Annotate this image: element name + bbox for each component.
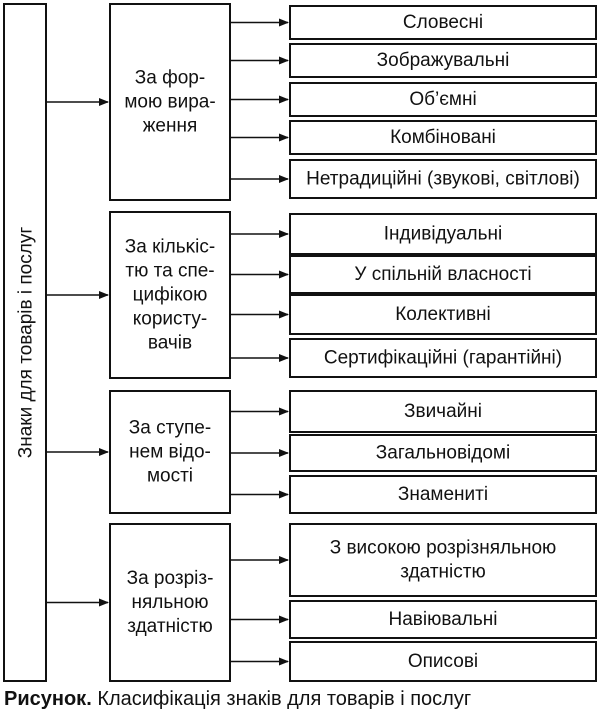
caption-text: Класифікація знаків для товарів і послуг [97, 688, 472, 710]
group-label-line: ження [143, 116, 198, 137]
child-box [289, 120, 597, 155]
child-box [289, 5, 597, 40]
child-box [289, 338, 597, 378]
child-box [289, 475, 597, 514]
child-label-line: Навіювальні [389, 609, 498, 630]
child-box [289, 82, 597, 117]
group-label-line: мості [147, 466, 193, 487]
group-label-line: За фор- [135, 68, 205, 89]
group-label-line: тю та спе- [125, 261, 214, 282]
child-box [289, 255, 597, 294]
child-label-line: Комбіновані [390, 127, 496, 148]
child-label-line: Загальновідомі [376, 443, 510, 464]
group-label-line: няльною [131, 592, 208, 613]
child-label-line: Об’ємні [409, 89, 476, 110]
child-label-line: З високою розрізняльною [330, 538, 557, 559]
child-box [289, 523, 597, 597]
child-box [289, 641, 597, 682]
child-label-line: Індивідуальні [384, 224, 502, 245]
child-box [289, 434, 597, 472]
group-box [109, 523, 231, 682]
group-label-line: За розріз- [127, 568, 214, 589]
group-box [109, 3, 231, 201]
child-label-line: Колективні [395, 304, 491, 325]
child-label-line: Описові [408, 651, 478, 672]
group-label-line: За ступе- [129, 418, 211, 439]
root-label: Знаки для товарів і послуг [16, 227, 37, 459]
child-label-line: здатністю [400, 562, 485, 583]
child-label-line: Звичайні [404, 401, 482, 422]
group-label-line: здатністю [127, 616, 212, 637]
group-label-line: За кільκіс- [125, 237, 215, 258]
child-label-line: Зображувальні [377, 50, 510, 71]
child-label-line: Знамениті [398, 484, 488, 505]
child-label-line: Сертифікаційні (гарантійні) [324, 348, 562, 369]
child-label-line: Нетрадиційні (звукові, світлові) [306, 169, 580, 190]
child-box [289, 159, 597, 199]
figure-caption: Рисунок. Класифікація знаків для товарів… [4, 686, 600, 712]
child-box [289, 43, 597, 78]
root-box [3, 3, 47, 682]
group-box [109, 390, 231, 514]
group-label-line: мою вира- [124, 92, 215, 113]
child-box [289, 294, 597, 335]
group-label-line: користу- [133, 309, 208, 330]
group-label-line: нем відо- [129, 442, 211, 463]
group-box [109, 211, 231, 379]
child-box [289, 213, 597, 255]
child-label-line: Словесні [403, 12, 483, 33]
classification-diagram: Знаки для товарів і послуг За фор-мою вир… [3, 3, 597, 682]
child-box [289, 390, 597, 433]
group-label-line: вачів [148, 333, 192, 354]
child-label-line: У спільній власності [354, 264, 531, 285]
child-box [289, 600, 597, 639]
group-label-line: цифікою [133, 285, 208, 306]
caption-label: Рисунок. [4, 688, 92, 710]
